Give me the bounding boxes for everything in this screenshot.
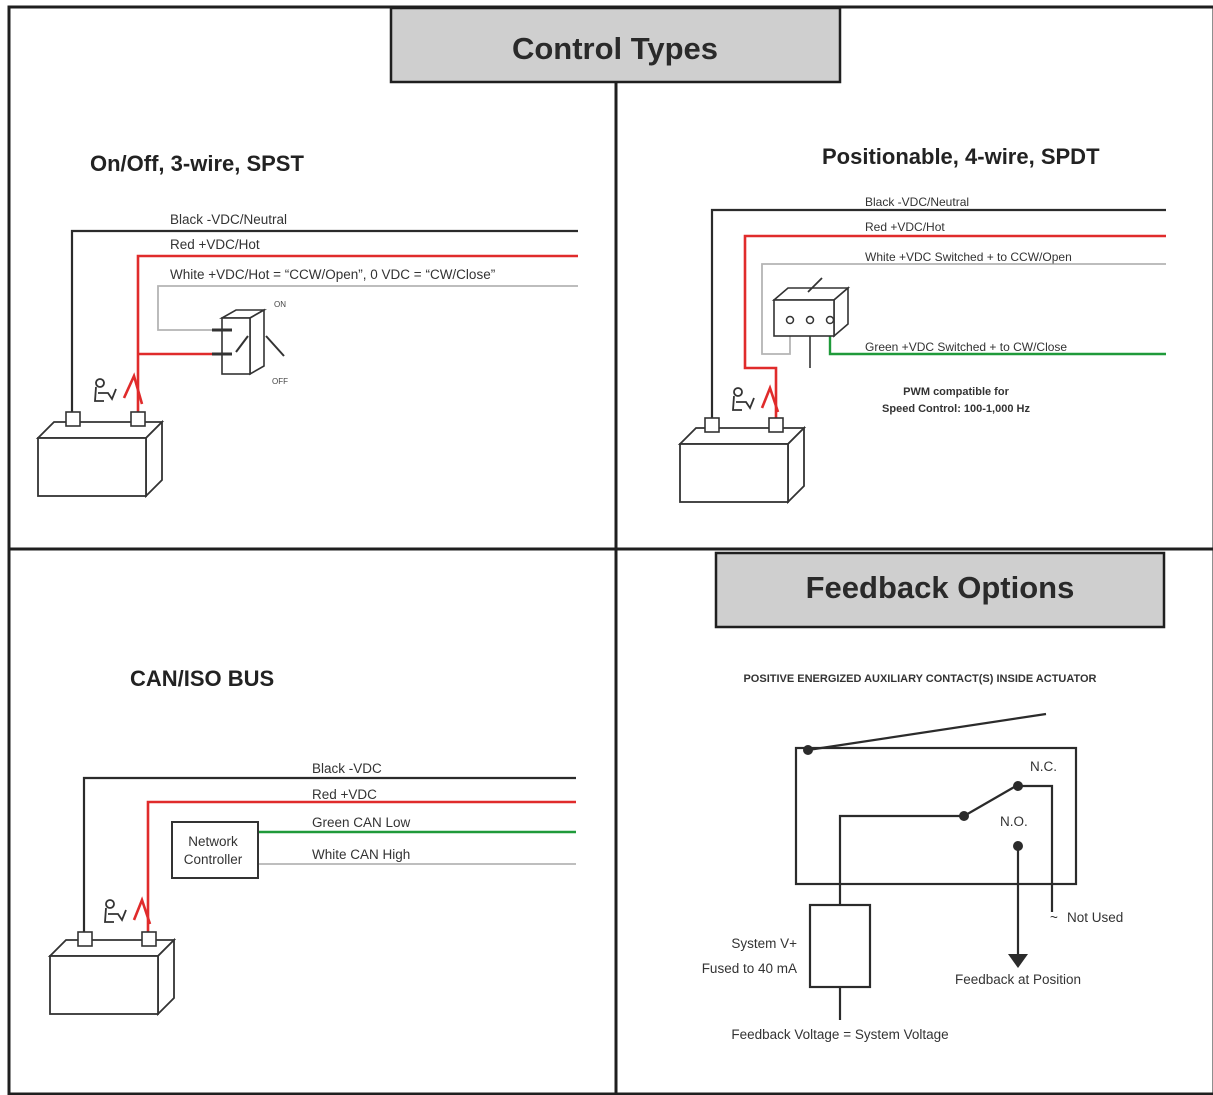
hand-icon <box>732 387 755 411</box>
battery-icon <box>679 417 805 503</box>
positionable-red-label: Red +VDC/Hot <box>865 220 945 234</box>
can-black-wire <box>82 776 576 940</box>
can-green-label: Green CAN Low <box>312 815 411 830</box>
network-controller-box: Network Controller <box>171 821 259 879</box>
onoff-black-label: Black -VDC/Neutral <box>170 212 287 227</box>
system-v-line1: System V+ <box>731 936 797 951</box>
feedback-arrow-icon <box>1008 954 1028 968</box>
no-label: N.O. <box>1000 814 1028 829</box>
spdt-switch-icon <box>771 277 851 338</box>
system-v-line2: Fused to 40 mA <box>702 961 797 976</box>
tilde-mark: ~ <box>1050 910 1058 925</box>
battery-icon <box>37 411 163 497</box>
can-black-label: Black -VDC <box>312 761 382 776</box>
feedback-options-title: Feedback Options <box>806 570 1075 605</box>
onoff-red-clip-icon <box>122 372 144 405</box>
fuse-box <box>808 903 872 989</box>
control-types-title: Control Types <box>512 31 718 66</box>
controller-line1: Network <box>188 834 238 849</box>
hand-icon <box>94 378 117 402</box>
positionable-white-label: White +VDC Switched + to CCW/Open <box>865 250 1072 264</box>
onoff-white-wire <box>157 285 578 331</box>
positionable-red-wire <box>743 234 1166 421</box>
onoff-white-label: White +VDC/Hot = “CCW/Open”, 0 VDC = “CW… <box>170 267 495 282</box>
controller-line2: Controller <box>184 852 243 867</box>
onoff-red-label: Red +VDC/Hot <box>170 237 260 252</box>
can-white-label: White CAN High <box>312 847 410 862</box>
hand-icon <box>104 899 127 923</box>
nc-wire <box>1018 784 1054 912</box>
feedback-options-title-box: Feedback Options <box>714 551 1166 629</box>
positionable-white-wire <box>761 263 1166 355</box>
battery-icon <box>49 931 175 1015</box>
onoff-off-label: OFF <box>272 377 288 386</box>
onoff-black-wire <box>70 229 578 416</box>
onoff-red-wire <box>136 254 578 416</box>
onoff-on-label: ON <box>274 300 286 309</box>
actuator-lever <box>807 712 1047 752</box>
feedback-common-wire <box>838 814 964 905</box>
actuator-box <box>794 746 1078 886</box>
panel-positionable: Positionable, 4-wire, SPDT Black -VDC/Ne… <box>679 144 1166 503</box>
onoff-title: On/Off, 3-wire, SPST <box>90 151 304 176</box>
pivot-dot <box>803 745 813 755</box>
positionable-green-label: Green +VDC Switched + to CW/Close <box>865 340 1067 354</box>
feedback-voltage-label: Feedback Voltage = System Voltage <box>731 1027 948 1042</box>
positionable-red-clip-icon <box>760 384 780 413</box>
positionable-black-wire <box>710 208 1166 421</box>
control-types-title-box: Control Types <box>389 6 842 84</box>
spst-switch-icon <box>212 308 285 376</box>
feedback-heading: POSITIVE ENERGIZED AUXILIARY CONTACT(S) … <box>743 673 1096 685</box>
panel-onoff: On/Off, 3-wire, SPST Black -VDC/Neutral … <box>37 151 578 497</box>
nc-label: N.C. <box>1030 759 1057 774</box>
positionable-title: Positionable, 4-wire, SPDT <box>822 144 1100 169</box>
panel-can: CAN/ISO BUS Black -VDC Red +VDC Green CA… <box>49 666 576 1015</box>
can-red-wire <box>146 800 576 940</box>
not-used-label: Not Used <box>1067 910 1123 925</box>
pwm-line1: PWM compatible for <box>903 386 1009 398</box>
positionable-black-label: Black -VDC/Neutral <box>865 195 969 209</box>
can-title: CAN/ISO BUS <box>130 666 274 691</box>
feedback-at-position-label: Feedback at Position <box>955 972 1081 987</box>
contact-arm <box>963 785 1017 817</box>
panel-feedback: POSITIVE ENERGIZED AUXILIARY CONTACT(S) … <box>702 673 1124 1042</box>
can-red-clip-icon <box>132 896 152 925</box>
pwm-line2: Speed Control: 100-1,000 Hz <box>882 403 1030 415</box>
can-red-label: Red +VDC <box>312 787 377 802</box>
